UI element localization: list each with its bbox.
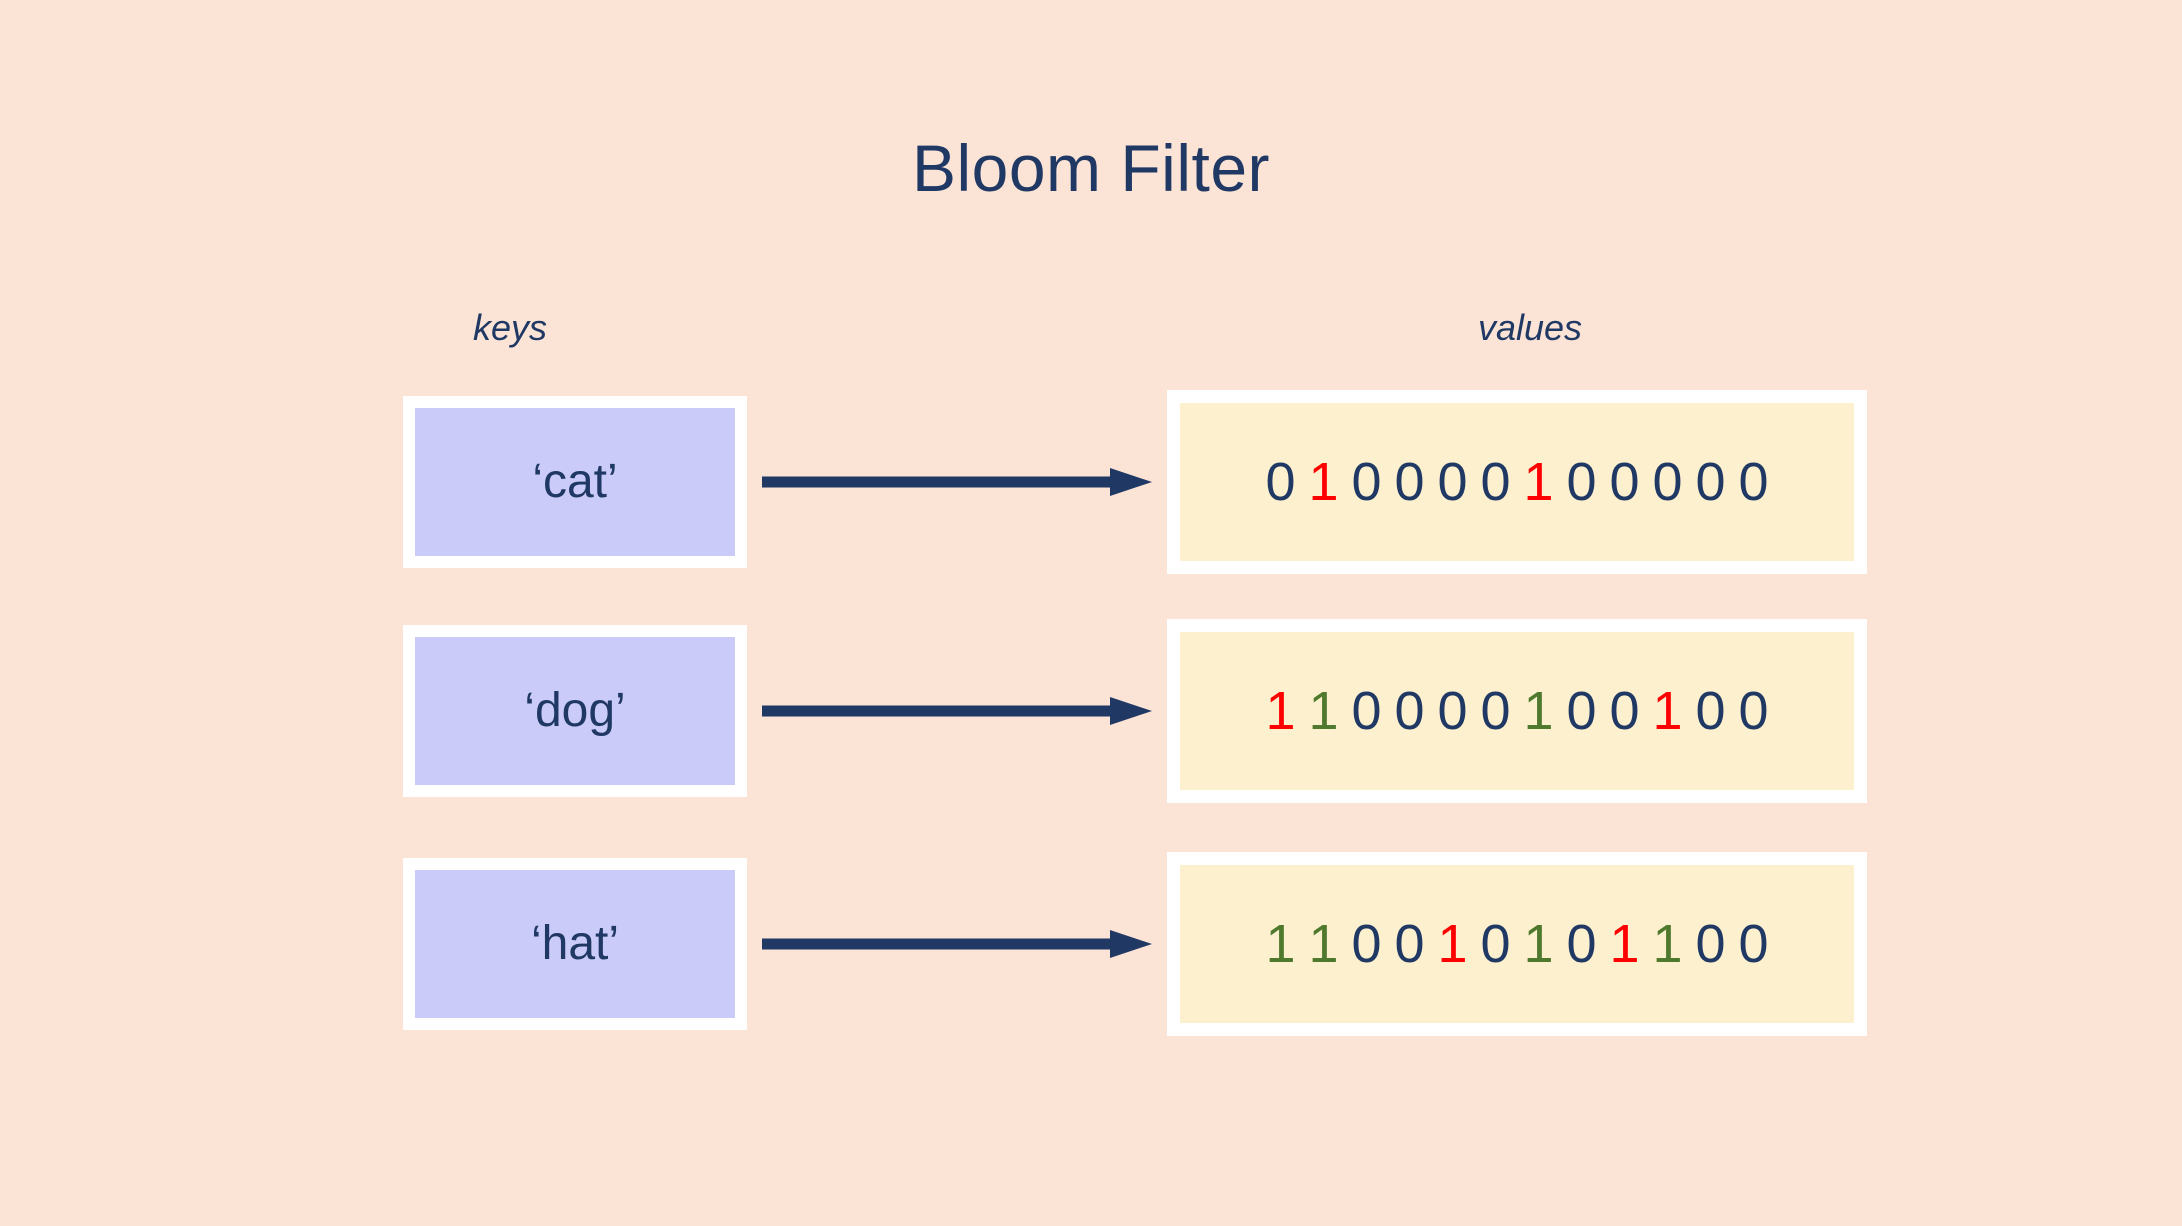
key-box: ‘hat’: [403, 858, 747, 1030]
bit-cell: 0: [1566, 914, 1597, 974]
bit-cell: 0: [1738, 681, 1769, 741]
bit-cell: 1: [1523, 914, 1554, 974]
bit-cell: 0: [1480, 914, 1511, 974]
bit-cell: 0: [1566, 452, 1597, 512]
page-title: Bloom Filter: [911, 131, 1271, 205]
bit-cell: 0: [1480, 452, 1511, 512]
arrow-right-icon: [762, 695, 1152, 727]
bit-cell: 0: [1609, 452, 1640, 512]
key-box: ‘cat’: [403, 396, 747, 568]
bit-cell: 0: [1695, 681, 1726, 741]
key-box-fill: ‘cat’: [415, 408, 735, 556]
bit-cell: 0: [1738, 914, 1769, 974]
bit-cell: 1: [1308, 452, 1339, 512]
bit-cell: 0: [1695, 914, 1726, 974]
key-label: ‘dog’: [524, 684, 626, 737]
bit-cell: 0: [1437, 681, 1468, 741]
bit-cell: 0: [1394, 681, 1425, 741]
bit-cell: 0: [1351, 452, 1382, 512]
bit-cell: 0: [1695, 452, 1726, 512]
column-caption-keys: keys: [472, 307, 548, 348]
bit-cell: 0: [1265, 452, 1296, 512]
bit-cell: 1: [1609, 914, 1640, 974]
bit-cell: 0: [1652, 452, 1683, 512]
arrow-right-icon: [762, 928, 1152, 960]
bit-cell: 0: [1609, 681, 1640, 741]
bit-cell: 0: [1351, 914, 1382, 974]
key-label: ‘hat’: [530, 917, 620, 970]
key-box: ‘dog’: [403, 625, 747, 797]
bit-cell: 1: [1523, 452, 1554, 512]
bit-cell: 1: [1652, 914, 1683, 974]
bit-cell: 0: [1738, 452, 1769, 512]
key-box-fill: ‘hat’: [415, 870, 735, 1018]
bit-cell: 1: [1308, 681, 1339, 741]
bit-cell: 0: [1437, 452, 1468, 512]
column-caption-values: values: [1477, 307, 1583, 348]
bit-cell: 1: [1265, 681, 1296, 741]
bit-cell: 0: [1480, 681, 1511, 741]
bit-cell: 1: [1308, 914, 1339, 974]
bit-cell: 0: [1394, 452, 1425, 512]
bit-cell: 1: [1265, 914, 1296, 974]
bit-cell: 1: [1437, 914, 1468, 974]
bit-cell: 0: [1351, 681, 1382, 741]
bit-cell: 1: [1523, 681, 1554, 741]
bit-cell: 0: [1566, 681, 1597, 741]
key-label: ‘cat’: [532, 455, 618, 508]
key-box-fill: ‘dog’: [415, 637, 735, 785]
bit-cell: 0: [1394, 914, 1425, 974]
arrow-right-icon: [762, 466, 1152, 498]
bit-cell: 1: [1652, 681, 1683, 741]
